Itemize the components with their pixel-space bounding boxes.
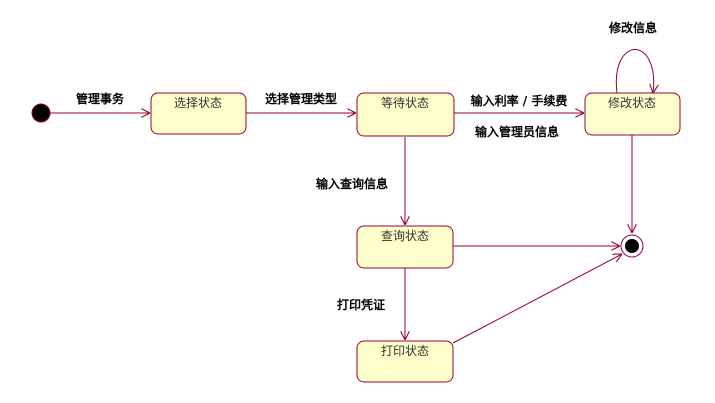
label-input-rate-fee: 输入利率 / 手续费 (471, 93, 568, 108)
final-state (620, 234, 644, 258)
edge-modify-self-loop (615, 49, 653, 94)
label-select-manage-type: 选择管理类型 (265, 91, 337, 106)
state-modify-label: 修改状态 (608, 95, 656, 110)
state-wait-label: 等待状态 (381, 96, 429, 110)
state-select-label: 选择状态 (174, 96, 222, 110)
label-input-admin-info: 输入管理员信息 (475, 124, 559, 139)
label-input-query-info: 输入查询信息 (316, 176, 388, 191)
state-modify: 修改状态 (584, 92, 681, 136)
state-print: 打印状态 (356, 340, 454, 383)
label-manage-affairs: 管理事务 (76, 91, 125, 106)
state-select: 选择状态 (150, 92, 247, 135)
edge-print-to-final (452, 254, 622, 344)
initial-state (31, 103, 51, 123)
label-print-voucher: 打印凭证 (337, 297, 385, 312)
state-query: 查询状态 (356, 225, 454, 269)
state-wait: 等待状态 (356, 92, 455, 137)
label-modify-info: 修改信息 (608, 20, 657, 35)
state-query-label: 查询状态 (381, 229, 429, 243)
state-print-label: 打印状态 (381, 344, 429, 358)
